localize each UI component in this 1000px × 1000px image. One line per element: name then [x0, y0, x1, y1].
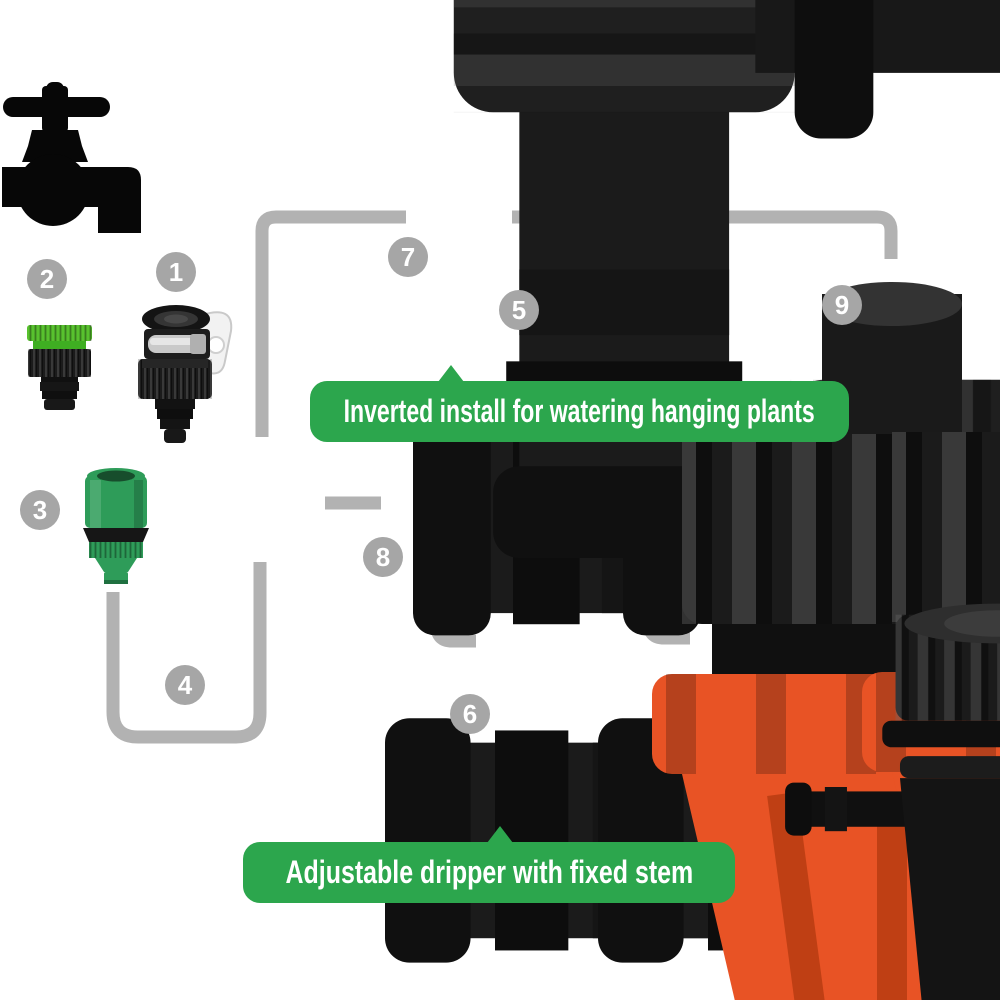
hose-quick-connector	[83, 468, 149, 584]
tube-top-right	[723, 210, 898, 259]
badge-8: 8	[363, 537, 403, 577]
badge-5: 5	[499, 290, 539, 330]
callout-pointer-icon	[438, 365, 464, 382]
badge-9: 9	[822, 285, 862, 325]
callout-inverted-install-text: Inverted install for watering hanging pl…	[343, 393, 816, 429]
badge-1: 1	[156, 252, 196, 292]
badge-2: 2	[27, 259, 67, 299]
badge-3: 3	[20, 490, 60, 530]
callout-adjustable-dripper-text: Adjustable dripper with fixed stem	[285, 854, 693, 890]
callout-adjustable-dripper: Adjustable dripper with fixed stem	[243, 826, 735, 903]
tube-supply-u	[106, 562, 267, 744]
callout-pointer-icon	[487, 826, 513, 843]
tube-main-riser	[255, 210, 406, 437]
callout-inverted-install: Inverted install for watering hanging pl…	[310, 365, 849, 442]
threaded-tap-adapter	[27, 325, 92, 410]
faucet-icon	[2, 82, 141, 233]
badge-4: 4	[165, 665, 205, 705]
badge-6: 6	[450, 694, 490, 734]
tap-connector-with-clamp	[138, 305, 233, 443]
badge-7: 7	[388, 237, 428, 277]
